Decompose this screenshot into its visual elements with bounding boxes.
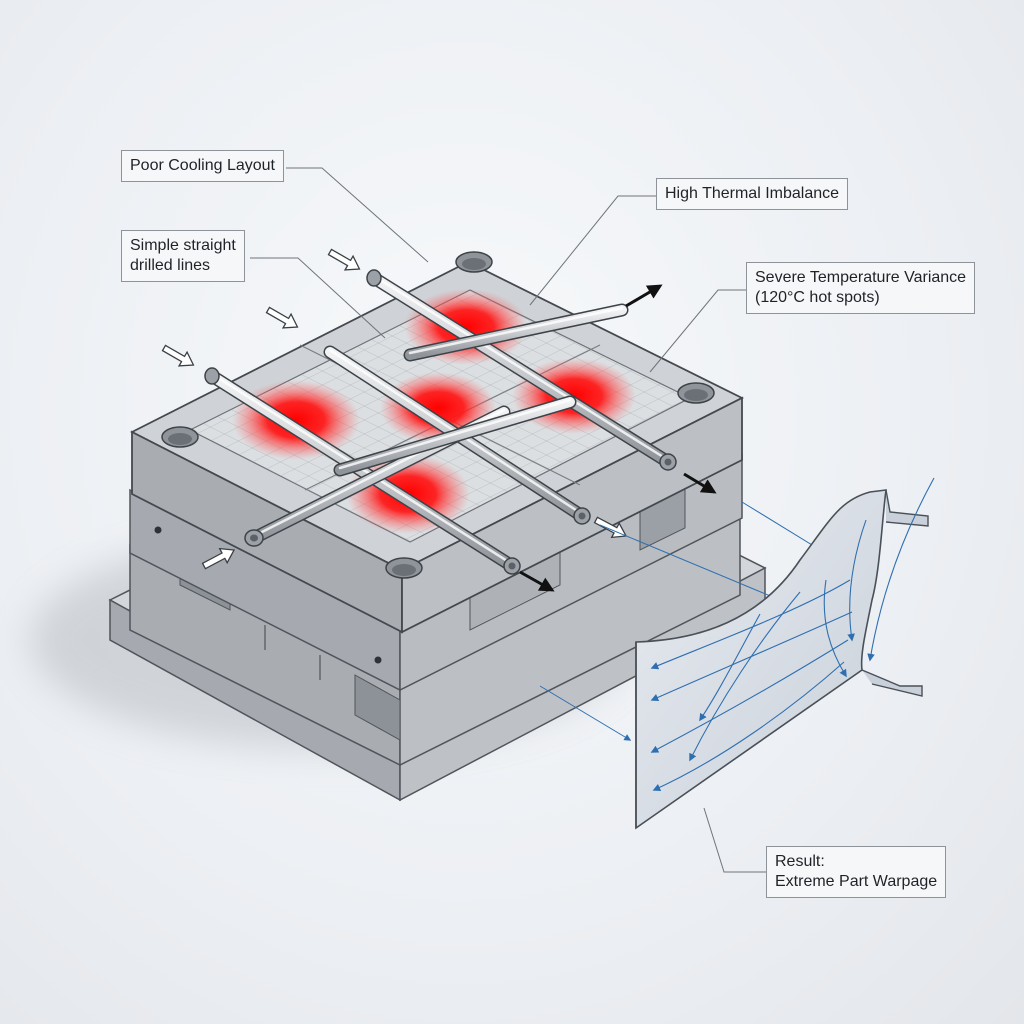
hollow-arrow-icon [327, 248, 361, 271]
label-result-extreme-part-warpage: Result: Extreme Part Warpage [766, 846, 947, 898]
hollow-arrow-icon [161, 344, 195, 367]
hollow-arrow-icon [265, 306, 299, 329]
solid-arrow-icon [683, 472, 717, 494]
leader-lines [250, 167, 766, 873]
label-text-line-2: (120°C hot spots) [755, 289, 880, 306]
solid-arrow-icon [519, 570, 555, 592]
cooling-lines [204, 269, 677, 575]
label-text-line-1: Result: [775, 853, 825, 870]
label-text-line-2: Extreme Part Warpage [775, 873, 938, 890]
hot-spot [232, 380, 360, 460]
cooling-line-f [333, 395, 577, 477]
outlet-arrows [519, 284, 717, 592]
bolt-holes [161, 251, 715, 579]
label-text-line-1: Simple straight [130, 237, 236, 254]
label-high-thermal-imbalance: High Thermal Imbalance [656, 178, 849, 210]
label-simple-straight-drilled-lines: Simple straight drilled lines [121, 230, 245, 282]
label-text-line-1: Severe Temperature Variance [755, 269, 967, 286]
label-text: Poor Cooling Layout [130, 157, 275, 174]
cooling-line-e [403, 303, 629, 362]
warp-flow-lines [650, 477, 935, 791]
cooling-line-a [367, 271, 675, 469]
label-text-line-2: drilled lines [130, 257, 211, 274]
label-poor-cooling-layout: Poor Cooling Layout [121, 150, 284, 182]
solid-arrow-icon [625, 284, 663, 308]
hollow-arrow-icon [201, 547, 236, 570]
label-severe-temperature-variance: Severe Temperature Variance (120°C hot s… [746, 262, 976, 314]
label-text: High Thermal Imbalance [665, 185, 840, 202]
warped-part [635, 477, 935, 830]
